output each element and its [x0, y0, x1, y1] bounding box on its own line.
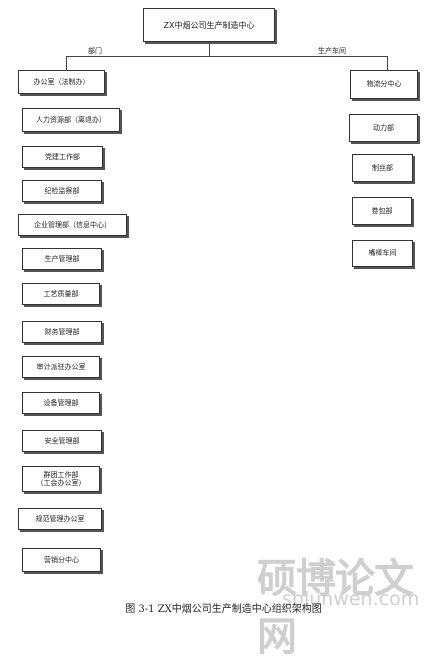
watermark-url: sblunwen.com — [282, 588, 420, 610]
dept-production: 生产管理部 — [22, 248, 102, 270]
root-label: ZX中烟公司生产制造中心 — [163, 20, 255, 30]
dept-mass-org: 群团工作部 （工会办公室） — [22, 466, 100, 492]
branch-label-departments: 部门 — [88, 47, 102, 55]
workshop-primary: 制丝部 — [352, 154, 413, 182]
dept-enterprise: 企业管理部（信息中心） — [18, 214, 127, 236]
right-drop — [387, 56, 388, 70]
branch-label-workshops: 生产车间 — [318, 47, 346, 55]
dept-safety: 安全管理部 — [22, 430, 102, 452]
left-drop — [66, 56, 67, 70]
workshop-rolling: 卷包部 — [352, 197, 412, 225]
root-node: ZX中烟公司生产制造中心 — [143, 8, 275, 42]
dept-equipment: 设备管理部 — [22, 392, 100, 414]
dept-office: 办公室（法制办） — [18, 70, 105, 94]
branch-bar — [66, 56, 387, 57]
dept-hr: 人力资源部（离退办） — [22, 108, 120, 132]
dept-audit: 审计派驻办公室 — [22, 356, 100, 378]
dept-finance: 财务管理部 — [22, 321, 102, 343]
workshop-logistics: 物流分中心 — [350, 70, 418, 99]
workshop-filter: 嘴棒车间 — [352, 240, 413, 267]
root-stem — [209, 42, 210, 56]
dept-discipline: 纪检监察部 — [22, 180, 102, 202]
dept-quality: 工艺质量部 — [22, 283, 100, 305]
org-chart: ZX中烟公司生产制造中心 部门 生产车间 办公室（法制办） 人力资源部（离退办）… — [18, 8, 420, 660]
dept-standards: 规范管理办公室 — [18, 508, 102, 530]
dept-party: 党建工作部 — [22, 146, 103, 168]
figure-caption: 图 3-1 ZX中烟公司生产制造中心组织架构图 — [125, 604, 322, 615]
workshop-power: 动力部 — [349, 114, 418, 142]
dept-marketing: 营销分中心 — [22, 548, 101, 572]
